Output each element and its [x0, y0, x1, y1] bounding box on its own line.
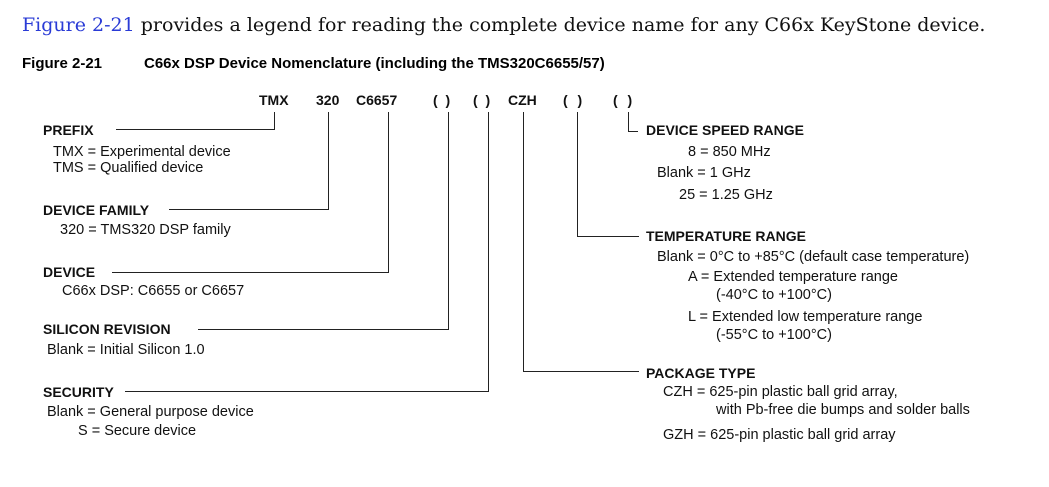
- connector-speed-v: [628, 112, 629, 131]
- code-silicon-bracket: ( ): [433, 92, 451, 108]
- device-line-1: C66x DSP: C6655 or C6657: [62, 283, 245, 299]
- package-label: PACKAGE TYPE: [646, 365, 756, 381]
- connector-package-v: [523, 112, 524, 371]
- temperature-line-2: A = Extended temperature range: [688, 269, 898, 285]
- family-label: DEVICE FAMILY: [43, 202, 150, 218]
- speed-label: DEVICE SPEED RANGE: [646, 122, 804, 138]
- connector-security-h: [125, 391, 488, 392]
- package-line-1: CZH = 625-pin plastic ball grid array,: [663, 384, 898, 400]
- package-line-2: with Pb-free die bumps and solder balls: [716, 402, 970, 418]
- code-device: C6657: [356, 92, 398, 108]
- silicon-line-1: Blank = Initial Silicon 1.0: [47, 342, 205, 358]
- connector-temperature-h: [577, 236, 639, 237]
- code-prefix: TMX: [259, 92, 289, 108]
- connector-prefix-v: [274, 112, 275, 130]
- security-line-1: Blank = General purpose device: [47, 404, 254, 420]
- connector-silicon-v: [448, 112, 449, 330]
- connector-device-h: [112, 272, 388, 273]
- speed-line-2: Blank = 1 GHz: [657, 165, 751, 181]
- security-label: SECURITY: [43, 384, 114, 400]
- connector-family-v: [328, 112, 329, 210]
- figure-number: Figure 2-21: [22, 55, 103, 72]
- temperature-line-3: (-40°C to +100°C): [716, 287, 832, 303]
- figure-title: C66x DSP Device Nomenclature (including …: [144, 55, 605, 72]
- temperature-label: TEMPERATURE RANGE: [646, 228, 806, 244]
- family-line-1: 320 = TMS320 DSP family: [60, 222, 231, 238]
- code-family: 320: [316, 92, 340, 108]
- package-line-3: GZH = 625-pin plastic ball grid array: [663, 427, 896, 443]
- intro-text: provides a legend for reading the comple…: [134, 14, 986, 36]
- connector-device-v: [388, 112, 389, 273]
- silicon-label: SILICON REVISION: [43, 321, 171, 337]
- code-speed-bracket: ( ): [613, 92, 633, 108]
- speed-line-1: 8 = 850 MHz: [688, 144, 771, 160]
- connector-security-v: [488, 112, 489, 392]
- temperature-line-1: Blank = 0°C to +85°C (default case tempe…: [657, 249, 970, 265]
- prefix-line-1: TMX = Experimental device: [53, 144, 231, 160]
- connector-temperature-v: [577, 112, 578, 236]
- temperature-line-4: L = Extended low temperature range: [688, 309, 923, 325]
- figure-link[interactable]: Figure 2-21: [22, 14, 135, 36]
- connector-package-h: [523, 371, 639, 372]
- connector-silicon-h: [198, 329, 448, 330]
- code-security-bracket: ( ): [473, 92, 491, 108]
- intro-sentence: Figure 2-21 provides a legend for readin…: [22, 14, 985, 36]
- device-label: DEVICE: [43, 264, 96, 280]
- connector-prefix-h: [116, 129, 274, 130]
- connector-speed-h: [628, 131, 638, 132]
- temperature-line-5: (-55°C to +100°C): [716, 327, 832, 343]
- code-temperature-bracket: ( ): [563, 92, 583, 108]
- speed-line-3: 25 = 1.25 GHz: [679, 187, 773, 203]
- connector-family-h: [169, 209, 328, 210]
- prefix-label: PREFIX: [43, 122, 94, 138]
- prefix-line-2: TMS = Qualified device: [53, 160, 204, 176]
- security-line-2: S = Secure device: [78, 423, 197, 439]
- code-package: CZH: [508, 92, 537, 108]
